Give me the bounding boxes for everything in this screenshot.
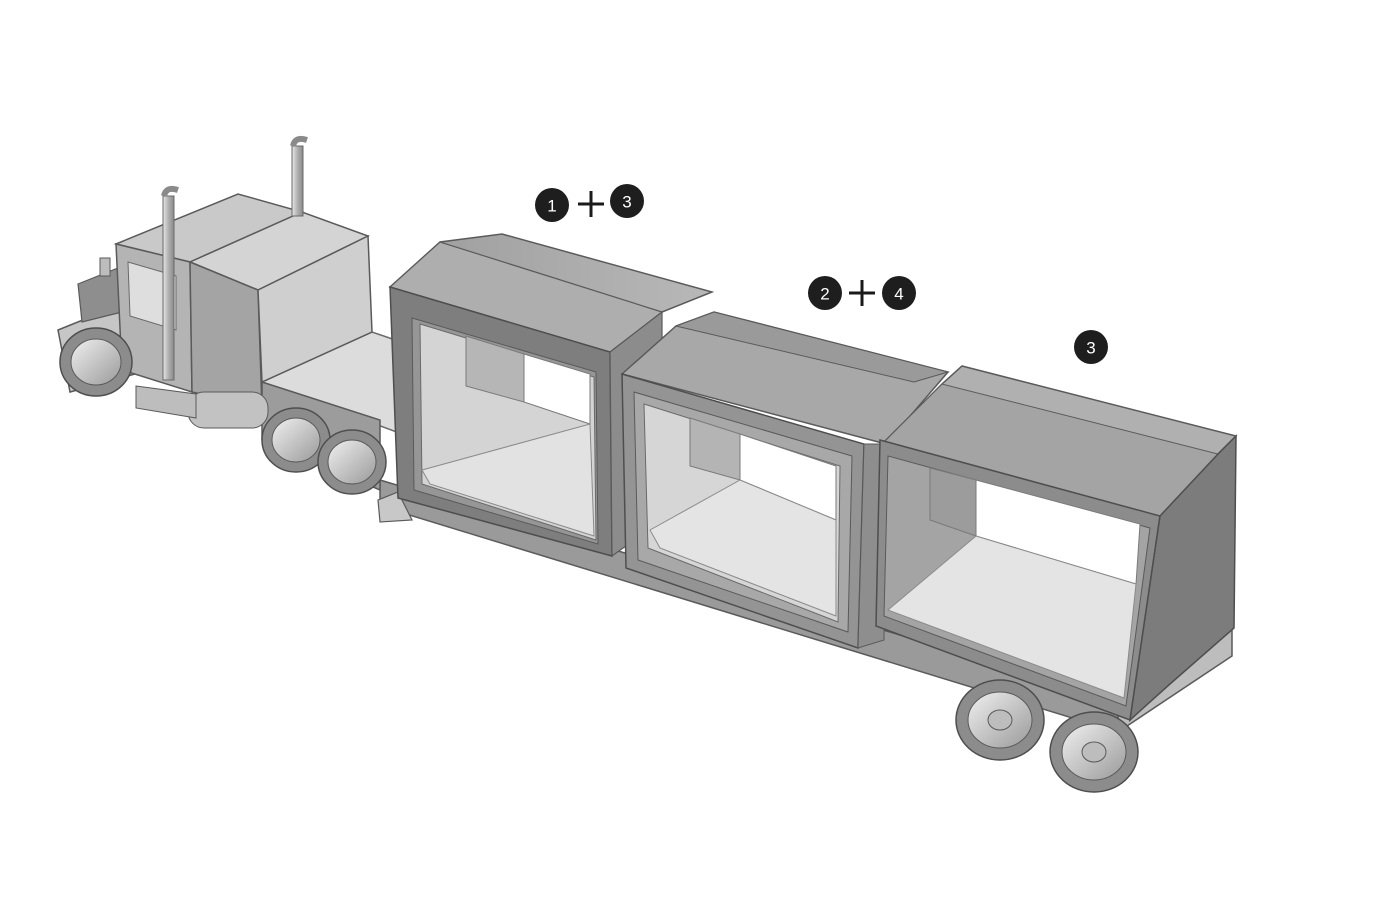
badge-number: 4 bbox=[894, 285, 903, 304]
badge-circle bbox=[610, 184, 644, 218]
badge-number: 3 bbox=[622, 193, 631, 212]
tractor-wheels bbox=[59, 327, 387, 495]
label-group-1-plus-3: 1 3 bbox=[535, 184, 644, 222]
label-group-2-plus-4: 2 4 bbox=[808, 276, 916, 310]
badge-circle bbox=[882, 276, 916, 310]
badge-number: 3 bbox=[1086, 339, 1095, 358]
label-group-3: 3 bbox=[1074, 330, 1108, 364]
module-middle bbox=[620, 311, 950, 650]
badge-circle bbox=[535, 188, 569, 222]
rear-wheels bbox=[955, 679, 1139, 793]
module-front bbox=[388, 233, 715, 558]
badge-circle bbox=[808, 276, 842, 310]
module-rear bbox=[875, 365, 1238, 722]
badge-circle bbox=[1074, 330, 1108, 364]
badge-number: 1 bbox=[547, 197, 556, 216]
badge-number: 2 bbox=[820, 285, 829, 304]
